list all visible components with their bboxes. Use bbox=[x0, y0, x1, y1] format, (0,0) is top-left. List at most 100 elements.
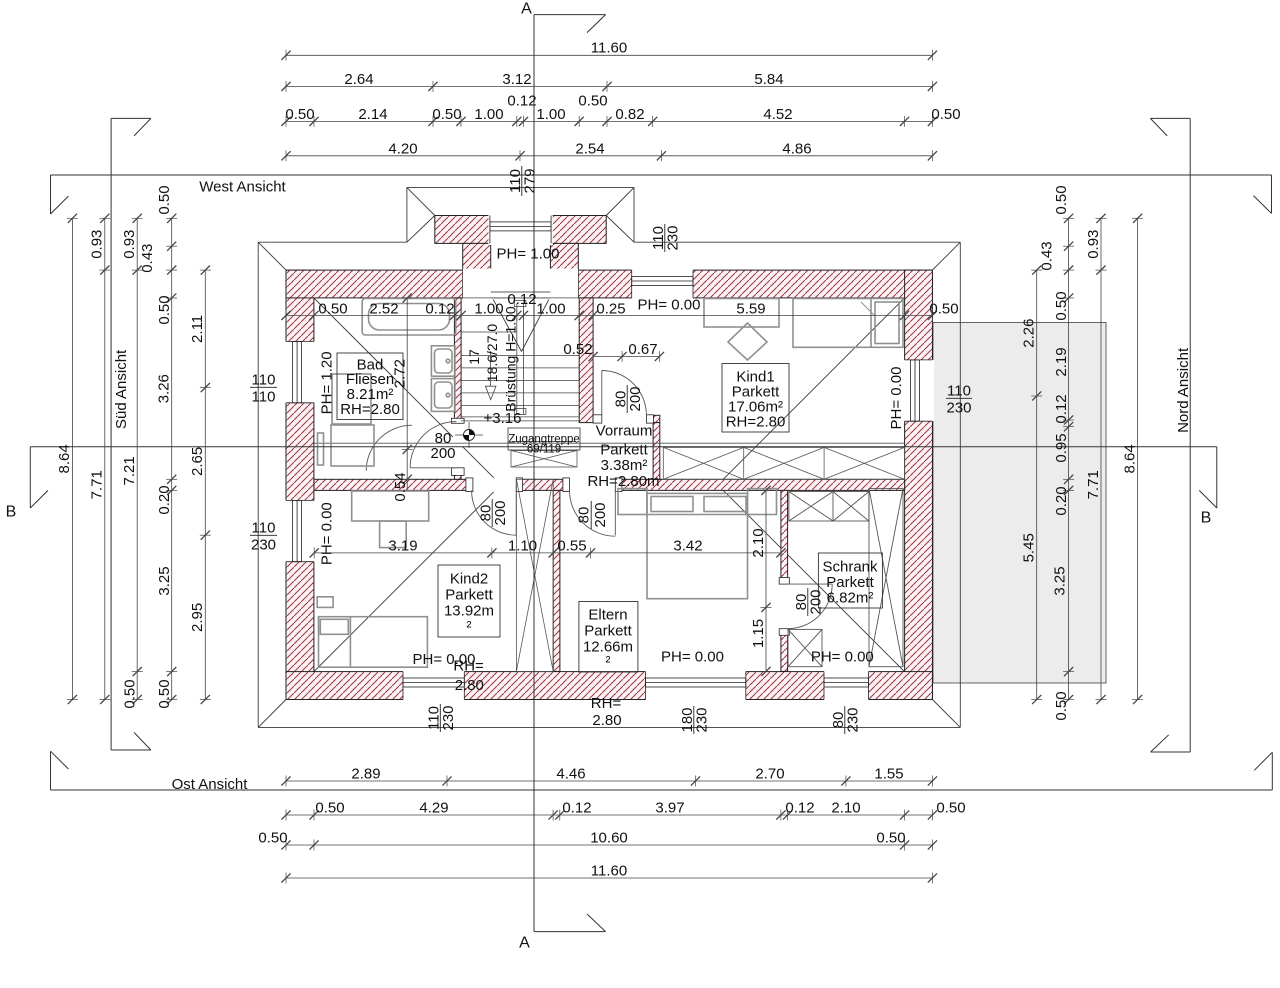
dim-top-4 bbox=[280, 150, 938, 162]
stair-rail-cap-bottom bbox=[513, 408, 527, 415]
room-box-kind2 bbox=[437, 564, 501, 638]
bad-fixtures bbox=[316, 373, 375, 467]
door: 200 bbox=[627, 386, 644, 411]
dim: 1.15 bbox=[750, 619, 767, 648]
dormer-roof bbox=[406, 187, 635, 243]
dim-right-1 bbox=[1031, 265, 1043, 705]
stair-landing-lines bbox=[461, 297, 580, 422]
section-b-line bbox=[29, 446, 1218, 509]
stair-box: Zugangtreppe bbox=[508, 434, 580, 446]
dim: 5.59 bbox=[736, 300, 765, 317]
wall-north bbox=[285, 269, 933, 299]
roof-long-hips bbox=[285, 269, 933, 700]
view-line-east bbox=[50, 750, 1273, 791]
kind2-chair bbox=[378, 520, 408, 549]
dim: 2.72 bbox=[392, 359, 409, 388]
dim: 0.12 bbox=[1053, 394, 1070, 423]
level: PH= 1.20 bbox=[319, 351, 336, 414]
dim: 10.60 bbox=[590, 829, 628, 846]
dim: 0.50 bbox=[1053, 185, 1070, 214]
window-dormer bbox=[489, 215, 552, 244]
dim: 0.20 bbox=[156, 485, 173, 514]
dim: 4.29 bbox=[419, 799, 448, 816]
stair-rail bbox=[516, 303, 524, 414]
room-kind2: 13.92m bbox=[444, 602, 494, 619]
dim: 0.12 bbox=[785, 799, 814, 816]
stair-hatch-box bbox=[510, 450, 578, 468]
dim: 0.50 bbox=[929, 300, 958, 317]
wall-west bbox=[285, 269, 315, 700]
door: 80 bbox=[435, 430, 452, 447]
win: 110 bbox=[507, 169, 524, 193]
dim: 0.50 bbox=[156, 295, 173, 324]
dim-top-total bbox=[280, 49, 938, 61]
door-eltern bbox=[569, 490, 616, 537]
door: 80 bbox=[612, 391, 629, 408]
dim-right-2 bbox=[1063, 213, 1075, 705]
section-a-top: A bbox=[521, 1, 532, 18]
level: PH= 0.00 bbox=[638, 296, 701, 313]
dim: 0.93 bbox=[1085, 230, 1102, 259]
dim: 2.14 bbox=[358, 106, 387, 123]
win: 230 bbox=[440, 705, 457, 730]
dim: 1.55 bbox=[874, 765, 903, 782]
dim: 0.67 bbox=[628, 341, 657, 358]
dim: 3.25 bbox=[1051, 566, 1068, 595]
kind2-desk bbox=[350, 490, 430, 522]
dim: 0.50 bbox=[1053, 691, 1070, 720]
dim: 0.50 bbox=[931, 106, 960, 123]
dim-bottom-3 bbox=[280, 839, 938, 851]
room-kind1: Parkett bbox=[732, 383, 780, 400]
level-marker bbox=[455, 422, 483, 448]
dim-bottom-4 bbox=[280, 872, 938, 884]
windows bbox=[286, 215, 933, 700]
terrace bbox=[932, 322, 1107, 684]
dim: 0.12 bbox=[507, 92, 536, 109]
dim: 0.50 bbox=[578, 92, 607, 109]
room-schrank: Parkett bbox=[826, 574, 874, 591]
win: 180 bbox=[679, 707, 696, 732]
win: 110 bbox=[425, 706, 442, 730]
section-lines bbox=[29, 14, 1273, 933]
section-b-left: B bbox=[6, 504, 17, 521]
dim: 5.45 bbox=[1021, 533, 1038, 562]
dim: 1.00 bbox=[474, 300, 503, 317]
section-b-right: B bbox=[1201, 510, 1212, 527]
view-north: Nord Ansicht bbox=[1175, 347, 1192, 433]
schrank-chest bbox=[787, 628, 823, 668]
dim: 0.50 bbox=[156, 185, 173, 214]
win: 230 bbox=[664, 225, 681, 250]
dim-vorraum bbox=[588, 351, 665, 362]
door: 200 bbox=[592, 502, 609, 527]
dim: 0.93 bbox=[89, 230, 106, 259]
win: 110 bbox=[252, 388, 276, 405]
room-eltern: 12.66m bbox=[583, 638, 633, 655]
win: 110 bbox=[252, 371, 276, 388]
dim: 0.54 bbox=[392, 472, 409, 501]
furniture bbox=[316, 297, 904, 669]
dim: 0.93 bbox=[121, 230, 138, 259]
dim-bottom-1 bbox=[280, 775, 938, 787]
win: 80 bbox=[830, 712, 847, 729]
room-box-bad bbox=[336, 352, 404, 420]
eltern-nightstands bbox=[617, 487, 778, 516]
door-schrank bbox=[787, 583, 833, 630]
room-schrank: Schrank bbox=[822, 558, 878, 575]
door-bad bbox=[365, 421, 457, 471]
room-box-kind1 bbox=[721, 363, 790, 433]
kind2-bed bbox=[316, 595, 429, 669]
wall-kind2-eltern bbox=[552, 489, 561, 672]
dim: 2.64 bbox=[344, 71, 373, 88]
dim: 4.86 bbox=[782, 140, 811, 157]
dim-interior-top bbox=[280, 309, 938, 321]
door: 80 bbox=[477, 505, 494, 522]
win: 230 bbox=[946, 399, 971, 416]
dim: 0.52 bbox=[563, 341, 592, 358]
level: PH= 0.00 bbox=[888, 367, 905, 430]
level: PH= 1.00 bbox=[497, 245, 560, 262]
dim-left-4 bbox=[166, 213, 178, 705]
dim: 0.12 bbox=[425, 300, 454, 317]
dim: 0.50 bbox=[315, 799, 344, 816]
kind1-desk bbox=[703, 297, 780, 328]
